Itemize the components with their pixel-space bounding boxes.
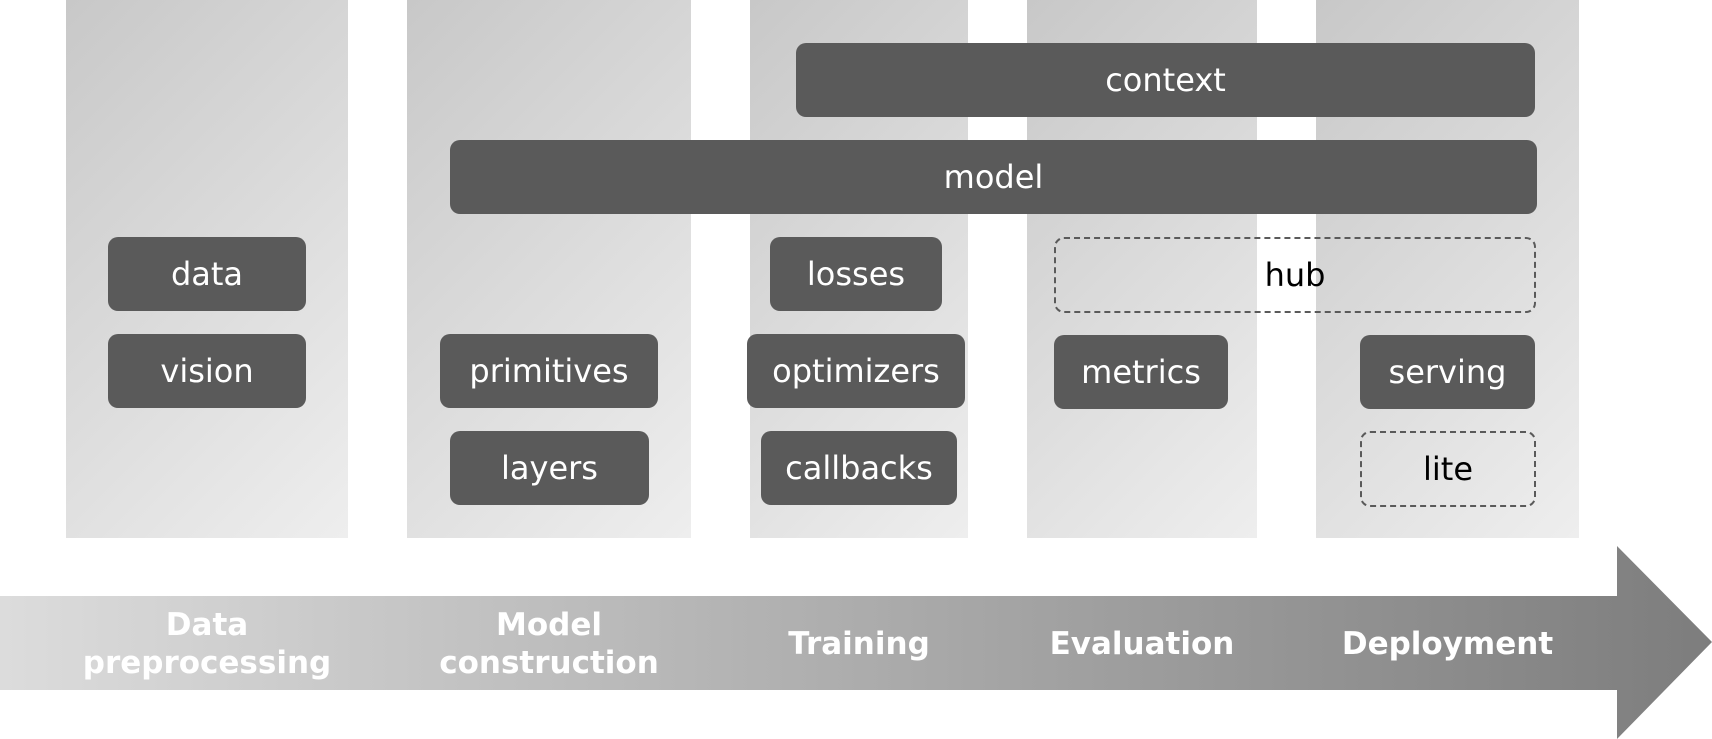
metrics-module: metrics <box>1054 335 1228 409</box>
stage-label-deployment: Deployment <box>1341 626 1554 662</box>
stage-label-model-construction: Model construction <box>439 607 659 681</box>
primitives-module: primitives <box>440 334 658 408</box>
lite-module: lite <box>1360 431 1536 507</box>
serving-module: serving <box>1360 335 1535 409</box>
hub-module: hub <box>1054 237 1536 313</box>
vision-module: vision <box>108 334 306 408</box>
stage-label-data-preprocessing: Data preprocessing <box>82 607 332 681</box>
layers-module: layers <box>450 431 649 505</box>
stage-label-training: Training <box>788 626 930 662</box>
callbacks-module: callbacks <box>761 431 957 505</box>
context-module: context <box>796 43 1535 117</box>
stage-label-evaluation: Evaluation <box>1049 626 1235 662</box>
model-module: model <box>450 140 1537 214</box>
data-module: data <box>108 237 306 311</box>
workflow-arrow <box>0 546 1712 739</box>
optimizers-module: optimizers <box>747 334 965 408</box>
losses-module: losses <box>770 237 942 311</box>
